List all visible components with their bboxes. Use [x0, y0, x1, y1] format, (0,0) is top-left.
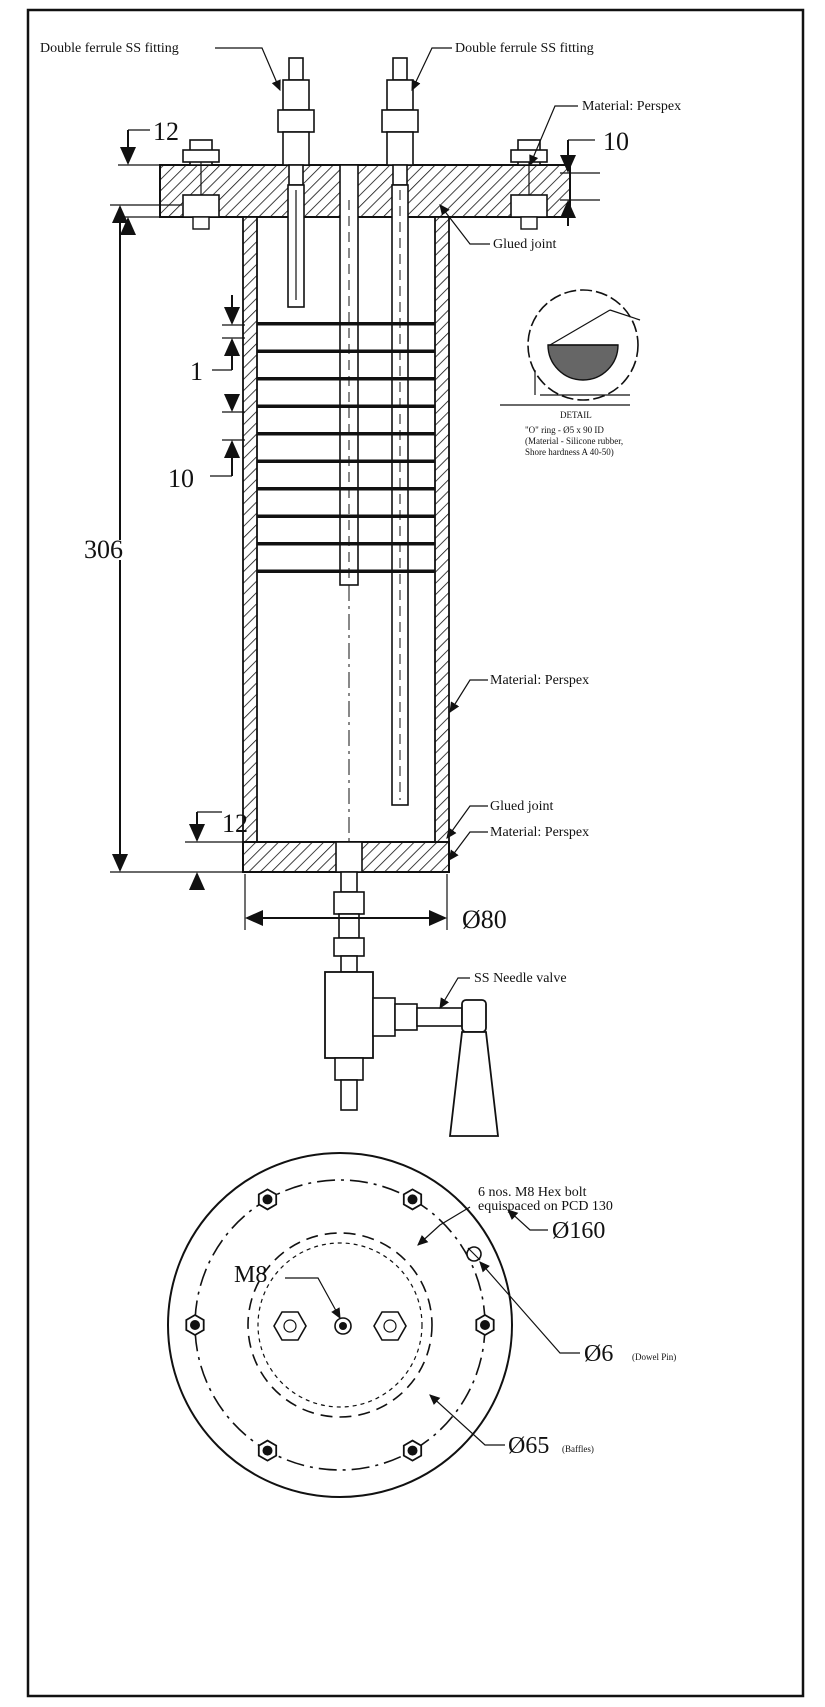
- baffle-plate: [257, 377, 435, 381]
- baffle-plate: [257, 487, 435, 491]
- center-hole-inner: [339, 1322, 347, 1330]
- inner-nut-right: [373, 1311, 407, 1341]
- hex-bolt: [475, 1313, 495, 1337]
- hex-bolt: [257, 1188, 278, 1211]
- dim-dia-80: Ø80: [462, 905, 507, 934]
- baffle-plate: [257, 459, 435, 463]
- oring-note-2: (Material - Silicone rubber,: [525, 436, 623, 446]
- double-ferrule-fitting-right: [381, 57, 419, 186]
- leader-material-top: Material: Perspex: [529, 99, 681, 167]
- dim-flange-thickness: 12: [118, 117, 179, 235]
- leader-m8: M8: [234, 1262, 341, 1320]
- hex-bolt: [402, 1188, 423, 1211]
- flange-bolt-left: [182, 139, 220, 230]
- dim-306: 306: [84, 535, 123, 564]
- baffle-plate: [257, 542, 435, 546]
- outlet-tube: [391, 184, 409, 806]
- dim-baffle-spacing: 10: [168, 394, 245, 493]
- label-material-bottom: Material: Perspex: [490, 825, 589, 840]
- label-dowel-note: (Dowel Pin): [632, 1352, 676, 1362]
- leader-glued-bottom: Glued joint: [446, 799, 553, 839]
- drawing-frame: [26, 8, 805, 1698]
- label-baffles-note: (Baffles): [562, 1444, 594, 1454]
- dim-10-baffle: 10: [168, 464, 194, 493]
- bolt-circle: [185, 1188, 495, 1462]
- hex-bolt-core: [190, 1320, 200, 1330]
- dim-height: 306: [84, 204, 245, 873]
- dim-bottom-plate: 12: [185, 809, 248, 890]
- leader-glued-top: Glued joint: [439, 204, 556, 252]
- hex-bolt-core: [480, 1320, 490, 1330]
- baffle-stack: [257, 322, 435, 573]
- dim-top-gap: 10: [560, 127, 629, 226]
- oring-detail: DETAIL "O" ring - Ø5 x 90 ID (Material -…: [500, 289, 641, 457]
- baffle-plate: [257, 514, 435, 518]
- label-material-top: Material: Perspex: [582, 99, 681, 114]
- leader-material-bottom: Material: Perspex: [448, 825, 589, 861]
- baffle-rod: [339, 164, 359, 850]
- leader-fitting-left: Double ferrule SS fitting: [40, 41, 281, 92]
- inner-nut-left: [273, 1311, 307, 1341]
- leader-bolt-note: 6 nos. M8 Hex bolt equispaced on PCD 130: [417, 1185, 613, 1246]
- needle-valve: [324, 971, 500, 1137]
- hex-bolt-core: [407, 1445, 418, 1456]
- hex-bolt-core: [262, 1445, 273, 1456]
- leader-dowel: Ø6 (Dowel Pin): [479, 1261, 676, 1367]
- hex-bolt: [402, 1439, 423, 1462]
- leader-baffles: Ø65 (Baffles): [429, 1394, 594, 1459]
- label-m8: M8: [234, 1262, 267, 1288]
- hex-bolt: [185, 1313, 205, 1337]
- baffle-plate: [257, 432, 435, 436]
- dowel-pin: [466, 1246, 482, 1262]
- dim-dia-65: Ø65: [508, 1433, 549, 1459]
- flange-bolt-right: [510, 139, 548, 230]
- dim-dia-160: Ø160: [552, 1218, 605, 1244]
- label-needle-valve: SS Needle valve: [474, 971, 567, 986]
- leader-needle-valve: SS Needle valve: [439, 971, 567, 1010]
- label-fitting-left: Double ferrule SS fitting: [40, 41, 179, 56]
- cylinder: [242, 216, 450, 843]
- flange-plan-view: [167, 1152, 513, 1498]
- label-bolt-note-1: 6 nos. M8 Hex bolt: [478, 1185, 587, 1200]
- dim-outer-dia: Ø80: [244, 874, 507, 934]
- oring-note-3: Shore hardness A 40-50): [525, 447, 614, 457]
- bottom-plate: [242, 841, 450, 873]
- dim-1: 1: [190, 357, 203, 386]
- drain-fitting: [333, 871, 365, 973]
- label-fitting-right: Double ferrule SS fitting: [455, 41, 594, 56]
- dim-dia-6: Ø6: [584, 1341, 613, 1367]
- leader-flange-dia: Ø160: [507, 1209, 605, 1244]
- dim-10-top: 10: [603, 127, 629, 156]
- baffle-plate: [257, 569, 435, 573]
- dim-12-top: 12: [153, 117, 179, 146]
- dim-12-bottom: 12: [222, 809, 248, 838]
- dim-baffle-thickness: 1: [190, 295, 245, 386]
- hex-bolt-core: [407, 1194, 418, 1205]
- label-bolt-note-2: equispaced on PCD 130: [478, 1199, 613, 1214]
- baffle-plate: [257, 404, 435, 408]
- hex-bolt: [257, 1439, 278, 1462]
- top-flange: [159, 139, 571, 230]
- leader-material-side: Material: Perspex: [449, 673, 589, 714]
- baffle-plate: [257, 349, 435, 353]
- leader-fitting-right: Double ferrule SS fitting: [411, 41, 594, 92]
- label-material-side: Material: Perspex: [490, 673, 589, 688]
- inlet-tube: [287, 184, 305, 308]
- detail-tag: DETAIL: [560, 410, 592, 420]
- oring-note-1: "O" ring - Ø5 x 90 ID: [525, 425, 604, 435]
- label-glued-bottom: Glued joint: [490, 799, 553, 814]
- baffle-plate: [257, 322, 435, 326]
- label-glued-top: Glued joint: [493, 237, 556, 252]
- hex-bolt-core: [262, 1194, 273, 1205]
